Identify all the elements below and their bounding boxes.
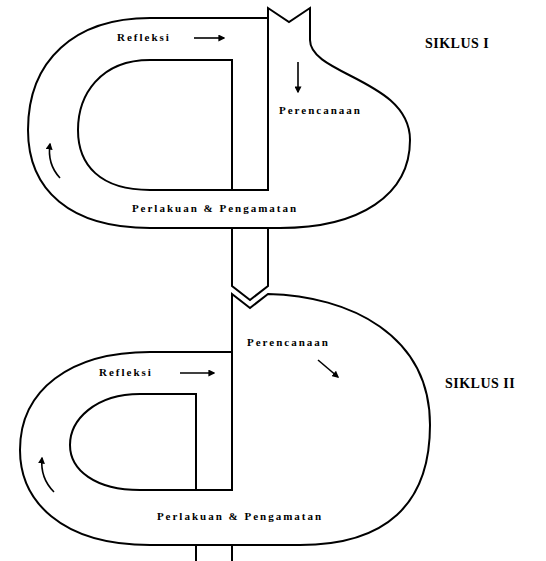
cycle-step-label: Refleksi bbox=[98, 366, 154, 379]
ribbon-edge bbox=[232, 18, 268, 190]
direction-arrow bbox=[297, 62, 299, 92]
cycle-title: SIKLUS II bbox=[444, 376, 516, 393]
direction-arrow bbox=[180, 372, 214, 374]
cycle-step-label: Perlakuan & Pengamatan bbox=[131, 202, 299, 215]
direction-arrow bbox=[194, 37, 224, 39]
direction-arrow bbox=[42, 458, 54, 492]
direction-arrow bbox=[318, 360, 338, 377]
cycle-step-label: Perencanaan bbox=[246, 336, 331, 349]
direction-arrow bbox=[49, 144, 60, 178]
cycle-step-label: Perencanaan bbox=[278, 104, 363, 117]
cycle-title: SIKLUS I bbox=[424, 36, 490, 53]
cycle-step-label: Refleksi bbox=[116, 31, 172, 44]
spiral-ribbon bbox=[20, 294, 430, 545]
spiral-ribbon bbox=[28, 8, 410, 228]
cycle-step-label: Perlakuan & Pengamatan bbox=[156, 510, 324, 523]
